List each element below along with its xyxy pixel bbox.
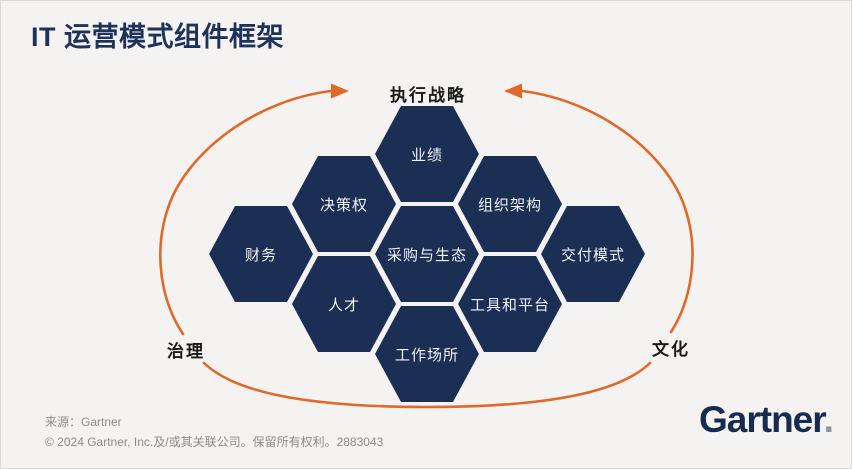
cycle-arc-bottom — [202, 361, 652, 409]
label-execute-strategy: 执行战略 — [390, 86, 466, 105]
hexagon-workplace: 工作场所 — [375, 306, 479, 402]
arrowhead-right-icon — [331, 83, 349, 99]
hexagon-talent: 人才 — [292, 256, 396, 352]
gartner-logo-dot: . — [823, 399, 834, 440]
label-culture: 文化 — [652, 340, 690, 359]
arrowhead-left-icon — [504, 83, 522, 99]
label-governance: 治理 — [167, 342, 205, 361]
hexagon-performance: 业绩 — [375, 106, 479, 202]
gartner-logo-text: Gartner — [699, 399, 825, 440]
copyright-note: © 2024 Gartner, Inc.及/或其关联公司。保留所有权利。2883… — [45, 435, 384, 449]
page-title: IT 运营模式组件框架 — [31, 22, 284, 52]
hexagon-sourcing-ecosystem: 采购与生态 — [375, 206, 479, 302]
hexagon-decision-rights: 决策权 — [292, 156, 396, 252]
gartner-logo: Gartner. — [699, 399, 834, 441]
cycle-arc-right — [520, 89, 694, 334]
cycle-arc-left — [159, 89, 333, 336]
footer: 来源：Gartner © 2024 Gartner, Inc.及/或其关联公司。… — [45, 412, 383, 452]
source-note: 来源：Gartner — [45, 415, 122, 429]
